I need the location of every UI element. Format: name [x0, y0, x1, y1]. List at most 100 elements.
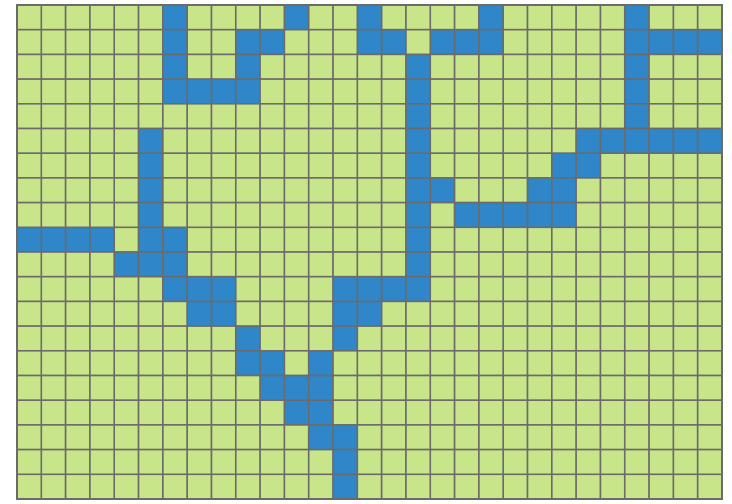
water-cell: [139, 252, 163, 277]
land-cell: [139, 474, 163, 499]
land-cell: [649, 79, 673, 104]
land-cell: [187, 203, 211, 228]
land-cell: [406, 326, 430, 351]
land-cell: [698, 376, 722, 401]
land-cell: [333, 54, 357, 79]
land-cell: [66, 376, 90, 401]
land-cell: [211, 376, 235, 401]
land-cell: [625, 153, 649, 178]
land-cell: [139, 104, 163, 129]
water-cell: [333, 301, 357, 326]
land-cell: [211, 351, 235, 376]
land-cell: [284, 178, 308, 203]
land-cell: [528, 277, 552, 302]
water-cell: [576, 153, 600, 178]
land-cell: [260, 203, 284, 228]
land-cell: [236, 252, 260, 277]
land-cell: [479, 54, 503, 79]
land-cell: [625, 376, 649, 401]
land-cell: [284, 326, 308, 351]
water-cell: [163, 252, 187, 277]
land-cell: [260, 54, 284, 79]
water-cell: [503, 203, 527, 228]
land-cell: [600, 474, 624, 499]
land-cell: [260, 450, 284, 475]
water-cell: [406, 104, 430, 129]
land-cell: [552, 79, 576, 104]
land-cell: [236, 474, 260, 499]
land-cell: [187, 129, 211, 154]
land-cell: [479, 450, 503, 475]
land-cell: [309, 301, 333, 326]
land-cell: [114, 301, 138, 326]
land-cell: [41, 376, 65, 401]
land-cell: [211, 400, 235, 425]
land-cell: [66, 203, 90, 228]
water-cell: [211, 301, 235, 326]
land-cell: [236, 425, 260, 450]
land-cell: [479, 376, 503, 401]
land-cell: [41, 30, 65, 55]
water-cell: [552, 153, 576, 178]
land-cell: [90, 376, 114, 401]
land-cell: [163, 129, 187, 154]
land-cell: [430, 203, 454, 228]
land-cell: [600, 30, 624, 55]
land-cell: [90, 79, 114, 104]
land-cell: [284, 30, 308, 55]
land-cell: [698, 450, 722, 475]
land-cell: [503, 54, 527, 79]
land-cell: [357, 400, 381, 425]
land-cell: [698, 301, 722, 326]
land-cell: [528, 129, 552, 154]
land-cell: [187, 54, 211, 79]
land-cell: [382, 54, 406, 79]
land-cell: [114, 474, 138, 499]
land-cell: [163, 104, 187, 129]
water-cell: [406, 54, 430, 79]
land-cell: [649, 301, 673, 326]
land-cell: [455, 129, 479, 154]
land-cell: [187, 227, 211, 252]
land-cell: [698, 277, 722, 302]
land-cell: [211, 5, 235, 30]
land-cell: [357, 79, 381, 104]
land-cell: [284, 425, 308, 450]
water-cell: [163, 277, 187, 302]
land-cell: [284, 252, 308, 277]
land-cell: [357, 227, 381, 252]
land-cell: [528, 79, 552, 104]
land-cell: [552, 400, 576, 425]
land-cell: [430, 450, 454, 475]
land-cell: [455, 79, 479, 104]
land-cell: [382, 376, 406, 401]
land-cell: [698, 178, 722, 203]
water-cell: [236, 351, 260, 376]
land-cell: [163, 203, 187, 228]
land-cell: [503, 79, 527, 104]
land-cell: [649, 351, 673, 376]
land-cell: [455, 400, 479, 425]
land-cell: [479, 425, 503, 450]
land-cell: [600, 252, 624, 277]
water-cell: [333, 425, 357, 450]
land-cell: [211, 326, 235, 351]
land-cell: [552, 450, 576, 475]
water-cell: [357, 30, 381, 55]
water-cell: [260, 376, 284, 401]
land-cell: [211, 474, 235, 499]
land-cell: [600, 301, 624, 326]
water-cell: [357, 5, 381, 30]
water-cell: [430, 30, 454, 55]
water-cell: [625, 129, 649, 154]
land-cell: [66, 178, 90, 203]
water-cell: [649, 30, 673, 55]
land-cell: [503, 153, 527, 178]
land-cell: [698, 474, 722, 499]
water-cell: [430, 178, 454, 203]
land-cell: [309, 326, 333, 351]
land-cell: [163, 474, 187, 499]
land-cell: [139, 5, 163, 30]
water-cell: [528, 203, 552, 228]
land-cell: [284, 54, 308, 79]
